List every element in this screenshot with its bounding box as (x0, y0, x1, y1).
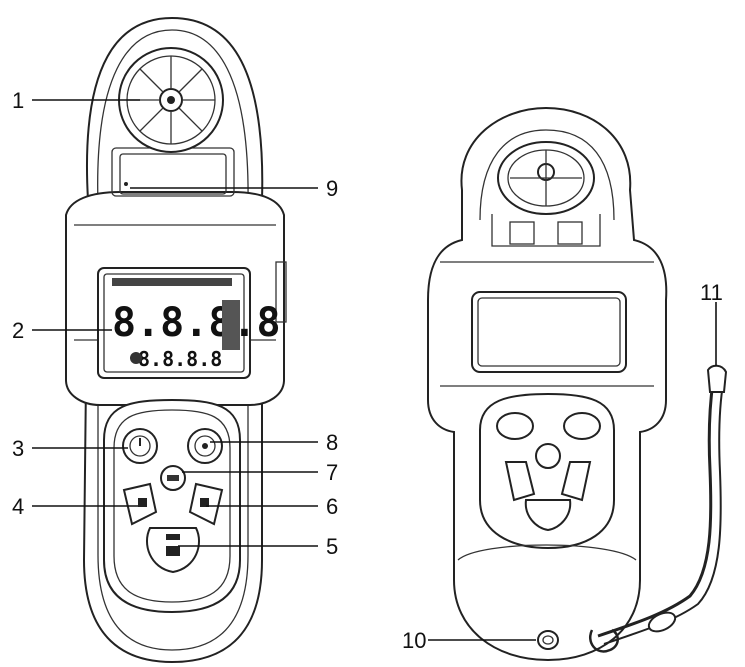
front-view: 8.8.8.8 8.8.8.8 (65, 16, 287, 664)
bottom-button[interactable] (146, 527, 200, 574)
center-button[interactable] (160, 465, 186, 491)
callout-6: 6 (326, 494, 338, 519)
callout-2: 2 (12, 318, 24, 343)
front-keypad (103, 398, 241, 614)
back-keypad (479, 392, 615, 550)
wrist-strap (589, 364, 728, 653)
lcd-sub-readout: 8.8.8.8 (138, 347, 222, 371)
right-button[interactable] (188, 482, 224, 526)
callout-8: 8 (326, 430, 338, 455)
callout-11: 11 (700, 280, 723, 305)
callout-1: 1 (12, 88, 24, 113)
callout-3: 3 (12, 436, 24, 461)
lcd-display: 8.8.8.8 8.8.8.8 (97, 267, 281, 379)
callout-9: 9 (326, 176, 338, 201)
lcd-main-readout: 8.8.8.8 (112, 300, 281, 346)
callouts: 1 2 3 4 5 6 7 8 9 10 11 (12, 88, 723, 653)
callout-4: 4 (12, 494, 24, 519)
backlight-button[interactable] (187, 428, 223, 464)
callout-7: 7 (326, 460, 338, 485)
callout-5: 5 (326, 534, 338, 559)
back-impeller (497, 141, 595, 215)
callout-10: 10 (402, 628, 426, 653)
left-button[interactable] (122, 482, 158, 526)
lanyard-hole (537, 630, 559, 650)
power-button[interactable] (122, 428, 158, 464)
back-view (427, 106, 728, 662)
